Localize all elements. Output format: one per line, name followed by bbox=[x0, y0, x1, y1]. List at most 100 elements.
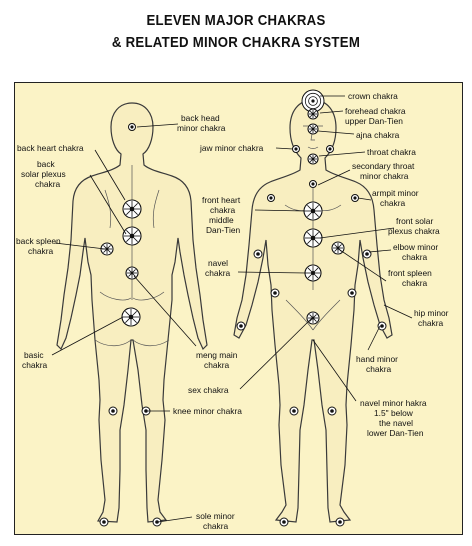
sole-right-front-minor-marker bbox=[335, 517, 345, 527]
back-head-chakra-marker bbox=[128, 123, 136, 131]
secondary-throat-minor-marker bbox=[309, 180, 317, 188]
svg-text:the navel: the navel bbox=[379, 418, 413, 428]
throat-label: throat chakra bbox=[367, 147, 416, 157]
crown-label: crown chakra bbox=[348, 91, 398, 101]
svg-text:back head: back head bbox=[181, 113, 220, 123]
back-spleen-label: back spleen chakra bbox=[16, 236, 61, 256]
basic-label: basic chakra bbox=[22, 350, 47, 370]
svg-text:knee minor chakra: knee minor chakra bbox=[173, 406, 242, 416]
svg-text:chakra: chakra bbox=[35, 179, 60, 189]
front-heart-chakra-marker bbox=[303, 201, 323, 221]
hip-left-minor-marker bbox=[270, 288, 280, 298]
title-line-2: & RELATED MINOR CHAKRA SYSTEM bbox=[111, 34, 361, 51]
svg-text:Dan-Tien: Dan-Tien bbox=[206, 225, 240, 235]
back-knee-left-marker bbox=[108, 406, 118, 416]
knee-left-front-minor-marker bbox=[289, 406, 299, 416]
svg-text:minor chakra: minor chakra bbox=[177, 123, 226, 133]
front-heart-label: front heart chakra middle Dan-Tien bbox=[202, 195, 241, 235]
throat-chakra-marker bbox=[307, 153, 319, 165]
elbow-minor-label: elbow minor chakra bbox=[393, 242, 438, 262]
svg-text:ajna chakra: ajna chakra bbox=[356, 130, 400, 140]
jaw-minor-label: jaw minor chakra bbox=[199, 143, 264, 153]
svg-text:secondary throat: secondary throat bbox=[352, 161, 415, 171]
svg-text:chakra: chakra bbox=[204, 360, 229, 370]
svg-text:chakra: chakra bbox=[210, 205, 235, 215]
sex-chakra-marker bbox=[306, 311, 320, 325]
svg-text:chakra: chakra bbox=[418, 318, 443, 328]
meng-main-chakra-marker bbox=[125, 266, 139, 280]
hand-left-minor-marker bbox=[236, 321, 246, 331]
svg-text:plexus chakra: plexus chakra bbox=[388, 226, 440, 236]
basic-chakra-marker bbox=[121, 307, 141, 327]
svg-text:1.5" below: 1.5" below bbox=[374, 408, 414, 418]
jaw-left-minor-marker bbox=[292, 145, 300, 153]
svg-text:back heart chakra: back heart chakra bbox=[17, 143, 84, 153]
ajna-label: ajna chakra bbox=[356, 130, 400, 140]
back-sole-right-marker bbox=[152, 517, 162, 527]
elbow-left-minor-marker bbox=[253, 249, 263, 259]
forehead-chakra-marker bbox=[307, 108, 319, 120]
svg-text:chakra: chakra bbox=[380, 198, 405, 208]
diagram-panel bbox=[14, 82, 463, 535]
secondary-throat-label: secondary throat minor chakra bbox=[352, 161, 415, 181]
armpit-right-minor-marker bbox=[351, 194, 359, 202]
forehead-label: forehead chakra upper Dan-Tien bbox=[345, 106, 406, 126]
svg-text:chakra: chakra bbox=[205, 268, 230, 278]
front-spleen-label: front spleen chakra bbox=[388, 268, 432, 288]
armpit-left-minor-marker bbox=[267, 194, 275, 202]
sex-label: sex chakra bbox=[188, 385, 229, 395]
back-spleen-chakra-marker bbox=[100, 242, 114, 256]
svg-text:chakra: chakra bbox=[28, 246, 53, 256]
svg-text:jaw minor chakra: jaw minor chakra bbox=[199, 143, 264, 153]
svg-text:meng main: meng main bbox=[196, 350, 238, 360]
front-solar-plexus-chakra-marker bbox=[303, 228, 323, 248]
back-sole-left-marker bbox=[99, 517, 109, 527]
svg-text:back spleen: back spleen bbox=[16, 236, 61, 246]
svg-text:crown chakra: crown chakra bbox=[348, 91, 398, 101]
svg-text:chakra: chakra bbox=[402, 252, 427, 262]
navel-label: navel chakra bbox=[205, 258, 230, 278]
svg-text:sole minor: sole minor bbox=[196, 511, 235, 521]
svg-text:upper Dan-Tien: upper Dan-Tien bbox=[345, 116, 403, 126]
svg-text:chakra: chakra bbox=[402, 278, 427, 288]
hip-right-minor-marker bbox=[347, 288, 357, 298]
svg-text:back: back bbox=[37, 159, 56, 169]
svg-text:forehead chakra: forehead chakra bbox=[345, 106, 406, 116]
meng-main-label: meng main chakra bbox=[196, 350, 238, 370]
svg-text:minor chakra: minor chakra bbox=[360, 171, 409, 181]
svg-text:elbow minor: elbow minor bbox=[393, 242, 438, 252]
navel-minor-label: navel minor hakra 1.5" below the navel l… bbox=[360, 398, 427, 438]
svg-text:middle: middle bbox=[209, 215, 234, 225]
svg-text:chakra: chakra bbox=[22, 360, 47, 370]
front-solar-plexus-label: front solar plexus chakra bbox=[388, 216, 440, 236]
sole-left-front-minor-marker bbox=[279, 517, 289, 527]
knee-right-front-minor-marker bbox=[327, 406, 337, 416]
chakra-markers bbox=[99, 89, 387, 527]
svg-text:hand minor: hand minor bbox=[356, 354, 398, 364]
hand-minor-label: hand minor chakra bbox=[356, 354, 398, 374]
hip-minor-label: hip minor chakra bbox=[414, 308, 449, 328]
navel-chakra-marker bbox=[304, 264, 322, 282]
back-heart-label: back heart chakra bbox=[17, 143, 84, 153]
svg-text:throat chakra: throat chakra bbox=[367, 147, 416, 157]
svg-text:armpit minor: armpit minor bbox=[372, 188, 419, 198]
leader-lines bbox=[51, 95, 413, 523]
knee-minor-label: knee minor chakra bbox=[173, 406, 242, 416]
svg-text:navel minor hakra: navel minor hakra bbox=[360, 398, 427, 408]
svg-text:lower Dan-Tien: lower Dan-Tien bbox=[367, 428, 424, 438]
back-heart-chakra-marker bbox=[122, 199, 142, 219]
back-knee-right-marker bbox=[141, 406, 151, 416]
svg-text:hip minor: hip minor bbox=[414, 308, 449, 318]
svg-text:chakra: chakra bbox=[203, 521, 228, 531]
title-line-1: ELEVEN MAJOR CHAKRAS bbox=[146, 12, 326, 29]
svg-text:front spleen: front spleen bbox=[388, 268, 432, 278]
back-solar-plexus-label: back solar plexus chakra bbox=[21, 159, 66, 189]
elbow-right-minor-marker bbox=[362, 249, 372, 259]
svg-text:basic: basic bbox=[24, 350, 44, 360]
sole-minor-label: sole minor chakra bbox=[196, 511, 235, 531]
svg-text:sex chakra: sex chakra bbox=[188, 385, 229, 395]
svg-text:solar plexus: solar plexus bbox=[21, 169, 66, 179]
svg-text:chakra: chakra bbox=[366, 364, 391, 374]
front-spleen-chakra-marker bbox=[331, 241, 345, 255]
